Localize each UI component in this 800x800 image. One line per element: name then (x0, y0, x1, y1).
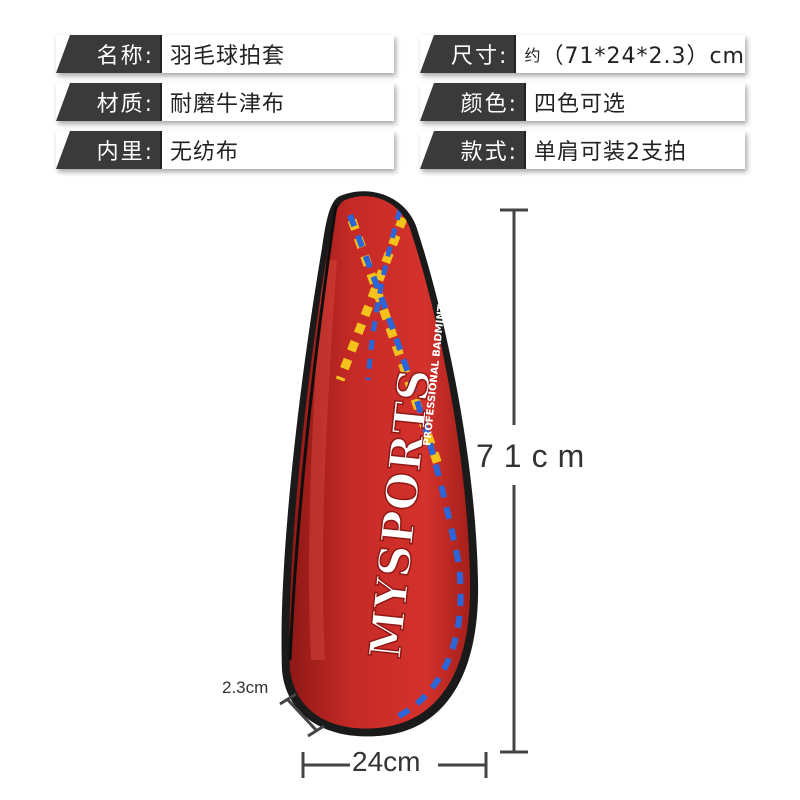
spec-material: 材质: 耐磨牛津布 (56, 83, 394, 121)
spec-lining-label: 内里: (56, 131, 160, 169)
spec-size-prefix: 约 (524, 46, 542, 65)
spec-lining-value: 无纺布 (160, 131, 394, 169)
yellow-stripe-1 (335, 198, 415, 382)
depth-dimension (279, 692, 325, 738)
spec-size: 尺寸: 约 （71*24*2.3）cm (420, 35, 745, 73)
spec-color-label: 颜色: (420, 83, 524, 121)
spec-color-value: 四色可选 (524, 83, 745, 121)
blue-stripe-1 (347, 213, 464, 723)
height-dimension (500, 208, 528, 754)
height-label: 71cm (476, 436, 595, 477)
spec-color: 颜色: 四色可选 (420, 83, 745, 121)
spec-name: 名称: 羽毛球拍套 (56, 35, 394, 73)
spec-size-value: 约 （71*24*2.3）cm (514, 35, 745, 73)
spec-style: 款式: 单肩可装2支拍 (420, 131, 745, 169)
spec-size-number: （71*24*2.3）cm (541, 44, 745, 69)
blue-stripe-2 (365, 209, 403, 381)
spec-name-value: 羽毛球拍套 (160, 35, 394, 73)
depth-label: 2.3cm (222, 678, 269, 698)
bag-body (289, 196, 471, 729)
spec-style-value: 单肩可装2支拍 (524, 131, 745, 169)
width-dimension (301, 752, 488, 778)
spec-name-label: 名称: (56, 35, 160, 73)
spec-lining: 内里: 无纺布 (56, 131, 394, 169)
spec-style-label: 款式: (420, 131, 524, 169)
spec-size-label: 尺寸: (420, 35, 515, 73)
width-label: 24cm (352, 746, 421, 778)
spec-material-value: 耐磨牛津布 (160, 83, 394, 121)
zipper (288, 204, 338, 661)
spec-material-label: 材质: (56, 83, 160, 121)
